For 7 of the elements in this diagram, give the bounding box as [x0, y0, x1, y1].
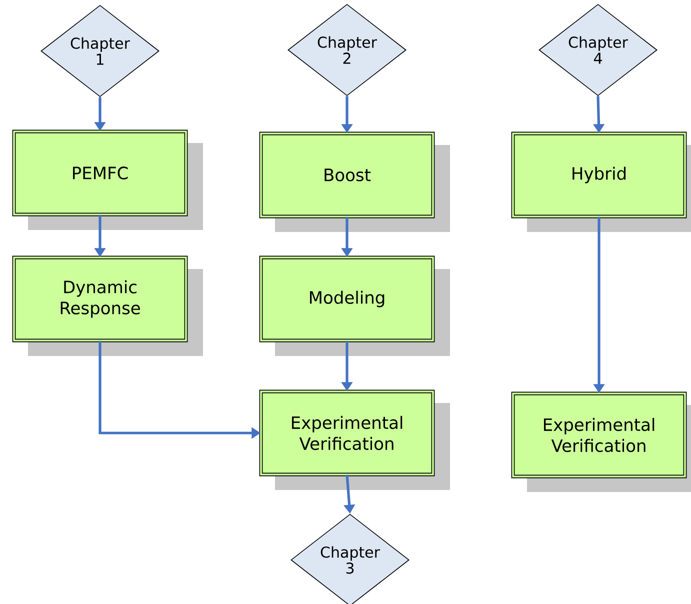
process-box: Experimental Verification	[259, 390, 450, 490]
process-box: Modeling	[259, 256, 450, 356]
process-box: Dynamic Response	[12, 256, 203, 356]
process-box: Boost	[259, 132, 450, 232]
process-box: Hybrid	[511, 132, 691, 232]
process-box: Experimental Verification	[511, 392, 691, 492]
process-box: PEMFC	[12, 130, 203, 230]
